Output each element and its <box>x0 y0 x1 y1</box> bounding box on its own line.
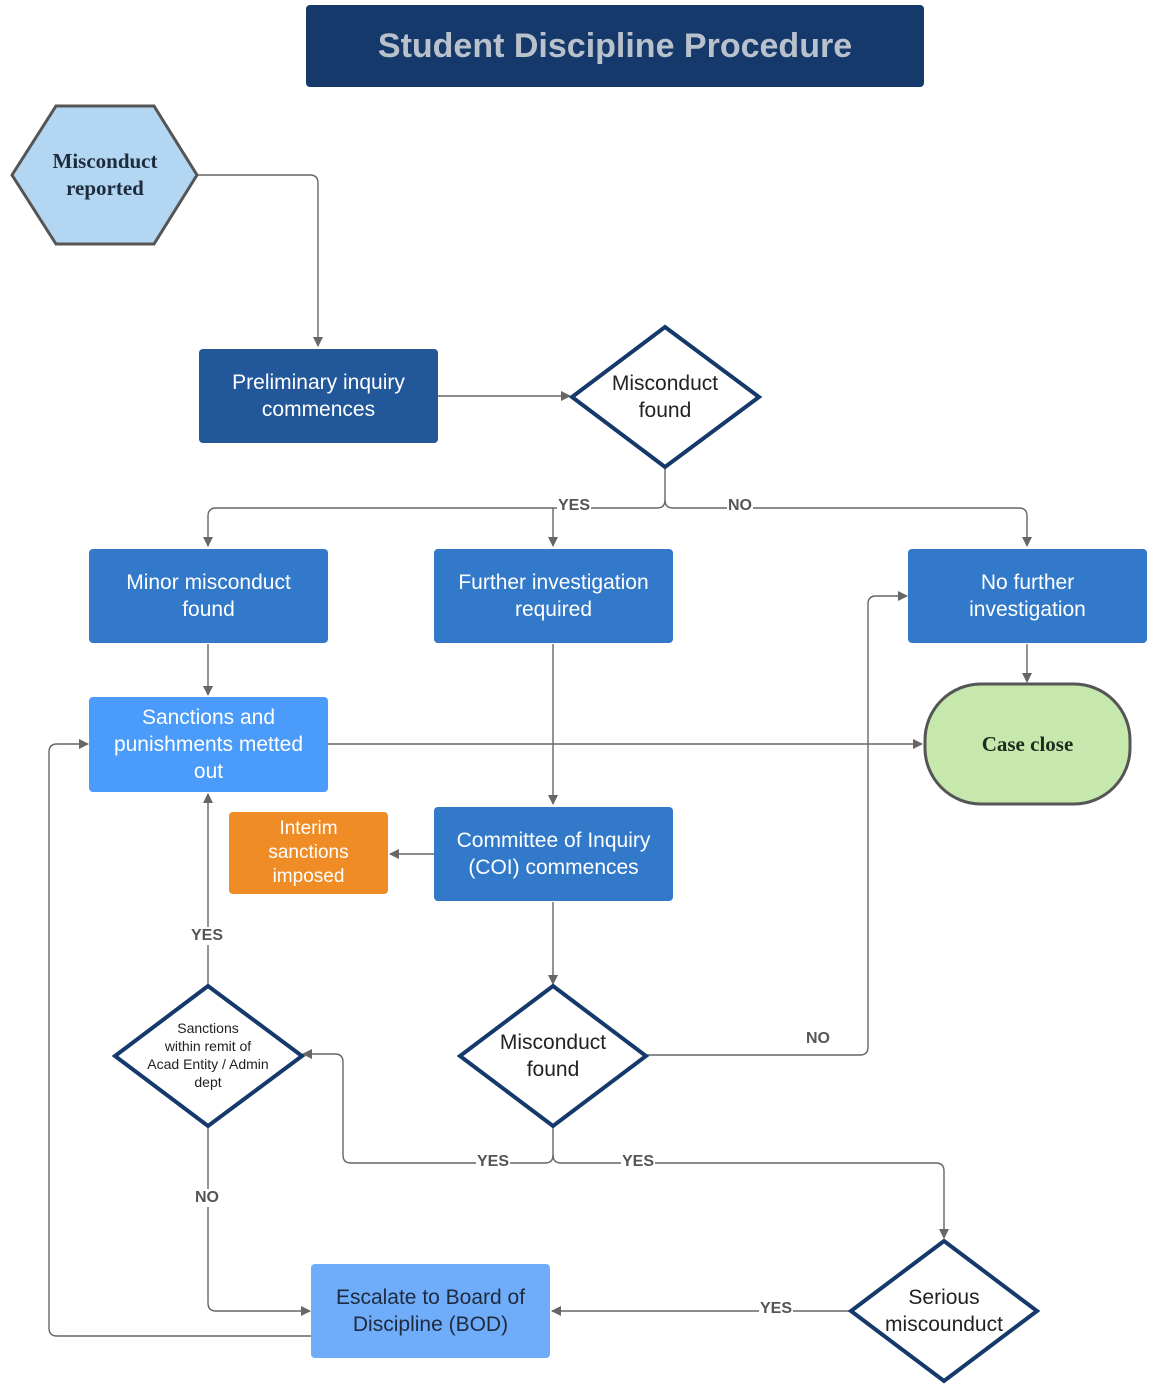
serious-misconduct-label: Serious miscounduct <box>885 1286 1003 1336</box>
serious-misconduct-diamond <box>847 1238 1041 1384</box>
minor-misconduct-box: Minor misconduct found <box>89 549 328 643</box>
connector-bod-to-sanctions <box>48 739 311 1337</box>
misconduct-found-label-1: Misconduct found <box>611 372 719 422</box>
edge-label-yes-serious: YES <box>759 1300 794 1318</box>
connector-decision-no-branch <box>664 499 1032 547</box>
interim-sanctions-box: Interim sanctions imposed <box>229 812 388 894</box>
escalate-bod-box: Escalate to Board of Discipline (BOD) <box>311 1264 550 1358</box>
committee-of-inquiry-box: Committee of Inquiry (COI) commences <box>434 807 673 901</box>
connector-reported-to-inquiry <box>197 174 323 347</box>
connector-decision-yes-right <box>552 1154 949 1239</box>
connector-decision-yes-branch <box>203 468 666 547</box>
misconduct-reported-hexagon <box>10 104 199 246</box>
misconduct-found-label-2: Misconduct found <box>499 1031 607 1081</box>
further-investigation-box: Further investigation required <box>434 549 673 643</box>
sanctions-metted-out-box: Sanctions and punishments metted out <box>89 697 328 792</box>
no-further-investigation-box: No further investigation <box>908 549 1147 643</box>
case-close-terminator <box>923 682 1132 806</box>
connector-decision-yes-left <box>302 1049 554 1164</box>
edge-label-no-coi: NO <box>805 1030 831 1048</box>
preliminary-inquiry-box: Preliminary inquiry commences <box>199 349 438 443</box>
connector-decision-no-to-nofurther <box>647 591 908 1056</box>
edge-label-no-top: NO <box>727 497 753 515</box>
misconduct-found-diamond-1 <box>568 324 763 470</box>
misconduct-found-diamond-2 <box>456 983 650 1129</box>
edge-label-yes-left: YES <box>476 1153 511 1171</box>
case-close-label: Case close <box>981 731 1074 756</box>
sanctions-within-remit-diamond <box>111 983 306 1129</box>
sanctions-within-remit-label: Sanctions within remit of Acad Entity / … <box>147 1020 269 1090</box>
edge-label-no-remit: NO <box>194 1189 220 1207</box>
edge-label-yes-right: YES <box>621 1153 656 1171</box>
connector-remit-no-to-bod <box>207 1126 311 1316</box>
diagram-title: Student Discipline Procedure <box>306 5 924 87</box>
edge-label-yes-top: YES <box>557 497 592 515</box>
misconduct-reported-label: Misconduct reported <box>52 149 158 200</box>
edge-label-yes-remit: YES <box>190 927 225 945</box>
